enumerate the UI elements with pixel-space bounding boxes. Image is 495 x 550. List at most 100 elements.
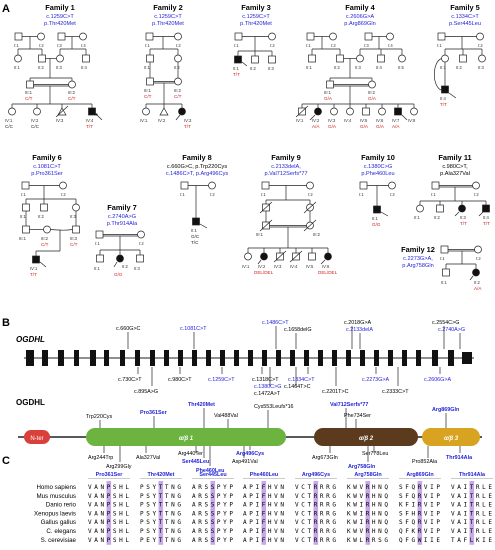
svg-text:c.1334C>T: c.1334C>T <box>288 377 315 383</box>
svg-text:Ser778Leu: Ser778Leu <box>362 451 388 457</box>
family-4-protein: p.Arg869Gln <box>344 21 375 27</box>
svg-text:II:3: II:3 <box>460 215 466 220</box>
family-10-title: Family 10 <box>361 153 395 162</box>
family-2-protein: p.Thr420Met <box>152 21 184 27</box>
svg-text:I:1: I:1 <box>21 192 26 197</box>
svg-text:I:1: I:1 <box>180 192 185 197</box>
sequence-cell: PSYTTNG <box>140 510 181 517</box>
sequence-cell: APIFHVN <box>243 502 284 509</box>
svg-text:Arg673Gln: Arg673Gln <box>312 455 338 461</box>
sequence-cell: KWVRHNQ <box>347 528 388 535</box>
sequence-cell: TAFLKIE <box>451 537 492 544</box>
family-4-title: Family 4 <box>345 3 375 12</box>
svg-text:α/β 1: α/β 1 <box>179 436 194 442</box>
svg-text:I:2: I:2 <box>39 43 44 48</box>
sequence-cell: QFGWIIE <box>399 537 440 544</box>
sequence-cell: PSYTTNG <box>140 493 181 500</box>
family-12-protein: p.Arg758Gln <box>402 263 433 269</box>
protein-domains: OGDHL N-ter α/β 1 α/β 2 α/β 3 Trp220Cys … <box>16 398 482 474</box>
svg-text:C/C: C/C <box>31 124 40 129</box>
sequence-cell: ARSSPYP <box>192 519 233 526</box>
panel-c-label: C <box>2 455 10 467</box>
family-6-protein: p.Pro361Ser <box>31 171 63 177</box>
alignment-header: Phe460Leu <box>250 472 278 478</box>
sequence-cell: PSYTTNG <box>140 502 181 509</box>
sequence-cell: APIFHVN <box>243 528 284 535</box>
sequence-cell: VCTRRRG <box>295 528 336 535</box>
svg-text:T/T: T/T <box>233 72 240 77</box>
svg-text:c.660G>C: c.660G>C <box>116 326 141 332</box>
svg-text:II:3: II:3 <box>478 65 484 70</box>
svg-text:II:2: II:2 <box>38 65 44 70</box>
svg-text:I:4: I:4 <box>81 43 86 48</box>
sequence-cell: VAITRLE <box>451 510 492 517</box>
svg-text:II:3: II:3 <box>56 65 62 70</box>
svg-text:IV:2: IV:2 <box>312 118 320 123</box>
sequence-cell: PSYTTNG <box>140 484 181 491</box>
sequence-cell: KWLRRSG <box>347 537 388 544</box>
svg-text:I:1: I:1 <box>306 43 311 48</box>
svg-text:T/C: T/C <box>191 240 199 245</box>
svg-text:IV:6: IV:6 <box>322 264 330 269</box>
svg-text:II:2: II:2 <box>474 280 480 285</box>
svg-text:c.2554C>G: c.2554C>G <box>432 320 459 326</box>
svg-text:c.895A>G: c.895A>G <box>134 389 158 395</box>
svg-text:I:2: I:2 <box>474 192 479 197</box>
sequence-cell: QFKRVIP <box>399 528 440 535</box>
svg-text:II:1: II:1 <box>306 65 312 70</box>
gene-name: OGDHL <box>16 335 45 344</box>
sequence-cell: KWVRHNQ <box>347 493 388 500</box>
svg-text:c.1464T>C: c.1464T>C <box>284 384 311 390</box>
svg-text:Arg496Cys: Arg496Cys <box>236 451 264 457</box>
svg-text:II:1: II:1 <box>441 280 447 285</box>
svg-text:IV:8: IV:8 <box>408 118 416 123</box>
svg-text:G/G: G/G <box>114 272 123 277</box>
family-12-title: Family 12 <box>401 245 435 254</box>
svg-text:DEL/DEL: DEL/DEL <box>254 270 274 275</box>
sequence-cell: PSYTTNG <box>140 528 181 535</box>
svg-text:c.2333C>T: c.2333C>T <box>382 389 409 395</box>
family-11-title: Family 11 <box>438 153 471 162</box>
svg-text:II:3: II:3 <box>134 266 140 271</box>
svg-text:c.2273G>A: c.2273G>A <box>362 377 390 383</box>
svg-text:IV:1: IV:1 <box>30 266 38 271</box>
svg-text:Thr420Met: Thr420Met <box>188 402 215 408</box>
family-6-cdna: c.1081C>T <box>33 164 61 170</box>
sequence-cell: VAITRLE <box>451 519 492 526</box>
svg-text:IV:5: IV:5 <box>306 264 314 269</box>
alignment-header: Pro361Ser <box>96 472 124 478</box>
svg-text:IV:3: IV:3 <box>184 118 192 123</box>
svg-text:I:2: I:2 <box>478 43 483 48</box>
sequence-cell: KFIRVIP <box>399 502 440 509</box>
svg-text:G/A: G/A <box>360 124 369 129</box>
svg-text:II:2: II:2 <box>174 65 180 70</box>
svg-text:I:1: I:1 <box>440 256 445 261</box>
svg-text:Arg758Gln: Arg758Gln <box>348 464 375 470</box>
svg-text:IV:1: IV:1 <box>296 118 304 123</box>
alpha-beta-2-domain <box>314 428 418 446</box>
svg-text:IV:1: IV:1 <box>242 264 250 269</box>
svg-text:IV:2: IV:2 <box>158 118 166 123</box>
svg-text:c.1380C>G: c.1380C>G <box>254 384 281 390</box>
svg-text:T/T: T/T <box>184 124 191 129</box>
svg-text:C/T: C/T <box>70 242 78 247</box>
sequence-cell: APIFHVN <box>243 537 284 544</box>
panel-b-label: B <box>2 317 10 329</box>
svg-text:III:2: III:2 <box>41 236 49 241</box>
svg-text:Phe460Leu: Phe460Leu <box>196 468 224 474</box>
svg-text:T/T: T/T <box>460 221 467 226</box>
svg-text:II:2: II:2 <box>334 65 340 70</box>
panel-a-label: A <box>2 3 10 15</box>
sequence-cell: SFQRVIP <box>399 493 440 500</box>
sequence-cell: ARSSPYP <box>192 537 233 544</box>
svg-text:Pro852Ala: Pro852Ala <box>412 459 437 465</box>
family-12-cdna: c.2273G>A, <box>403 256 433 262</box>
svg-text:Trp220Cys: Trp220Cys <box>86 414 112 420</box>
family-8-variant-2: c.1486C>T, p.Arg496Cys <box>166 171 229 177</box>
sequence-cell: SFQRVIP <box>399 519 440 526</box>
family-8-pedigree: Family 8 c.660G>C, p.Trp220Cys c.1486C>T… <box>166 153 229 245</box>
